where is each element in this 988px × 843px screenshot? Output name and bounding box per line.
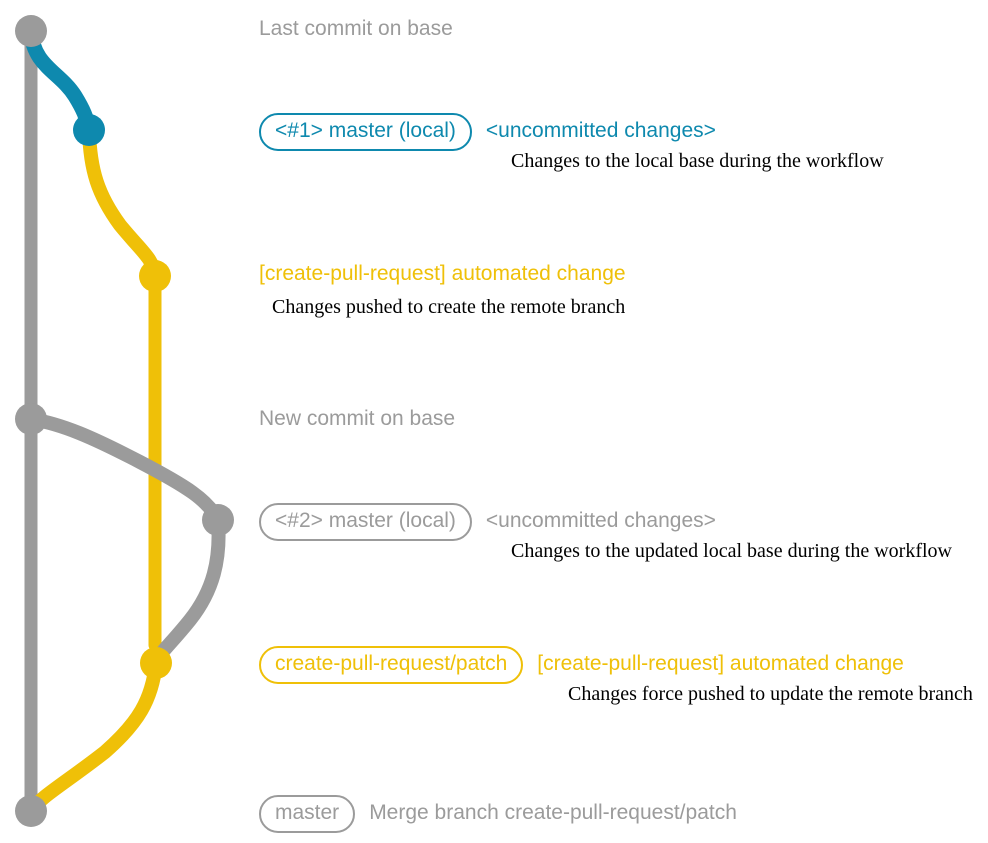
- commit-node-automated-change-2[interactable]: [140, 647, 172, 679]
- commit-note-new-commit-on-base: New commit on base: [259, 407, 456, 430]
- commit-message-automated-change-2: [create-pull-request] automated change: [537, 652, 904, 675]
- edge-base-to-local1: [23, 23, 97, 138]
- row-automated-change-1: [create-pull-request] automated change: [259, 262, 626, 286]
- commit-node-new-commit-on-base[interactable]: [15, 403, 47, 435]
- commit-message-merge-commit: Merge branch create-pull-request/patch: [369, 801, 737, 824]
- row-merge-commit: master Merge branch create-pull-request/…: [259, 795, 737, 833]
- commit-node-last-commit-on-base[interactable]: [15, 15, 47, 47]
- commit-description-automated-change-1: Changes pushed to create the remote bran…: [272, 296, 626, 318]
- branch-pill-master-local-1[interactable]: <#1> master (local): [259, 113, 472, 151]
- edge-local2-to-patch2: [149, 513, 226, 670]
- commit-note-last-commit-on-base: Last commit on base: [259, 17, 453, 40]
- commit-node-automated-change-1[interactable]: [139, 260, 171, 292]
- branch-pill-create-pull-request-patch[interactable]: create-pull-request/patch: [259, 646, 524, 684]
- row-automated-change-2: create-pull-request/patch [create-pull-r…: [259, 646, 904, 684]
- row-local-change-2: <#2> master (local) <uncommitted changes…: [259, 503, 716, 541]
- commit-node-local-change-2[interactable]: [202, 504, 234, 536]
- row-new-commit-on-base: New commit on base: [259, 407, 455, 431]
- commit-message-local-change-2: <uncommitted changes>: [485, 509, 716, 532]
- commit-description-local-change-2: Changes to the updated local base during…: [511, 540, 952, 562]
- branch-pill-master[interactable]: master: [259, 795, 356, 833]
- commit-message-local-change-1: <uncommitted changes>: [485, 119, 716, 142]
- commit-description-automated-change-2: Changes force pushed to update the remot…: [568, 683, 973, 705]
- commit-description-local-change-1: Changes to the local base during the wor…: [511, 150, 884, 172]
- commit-node-merge-commit[interactable]: [15, 795, 47, 827]
- commit-node-local-change-1[interactable]: [73, 114, 105, 146]
- row-last-commit-on-base: Last commit on base: [259, 17, 453, 41]
- branch-pill-master-local-2[interactable]: <#2> master (local): [259, 503, 472, 541]
- row-local-change-1: <#1> master (local) <uncommitted changes…: [259, 113, 716, 151]
- edge-patch2-to-merge: [24, 656, 163, 818]
- edge-base-to-local2: [24, 412, 225, 527]
- commit-message-automated-change-1: [create-pull-request] automated change: [259, 262, 626, 285]
- edge-local1-to-patch1: [82, 123, 162, 283]
